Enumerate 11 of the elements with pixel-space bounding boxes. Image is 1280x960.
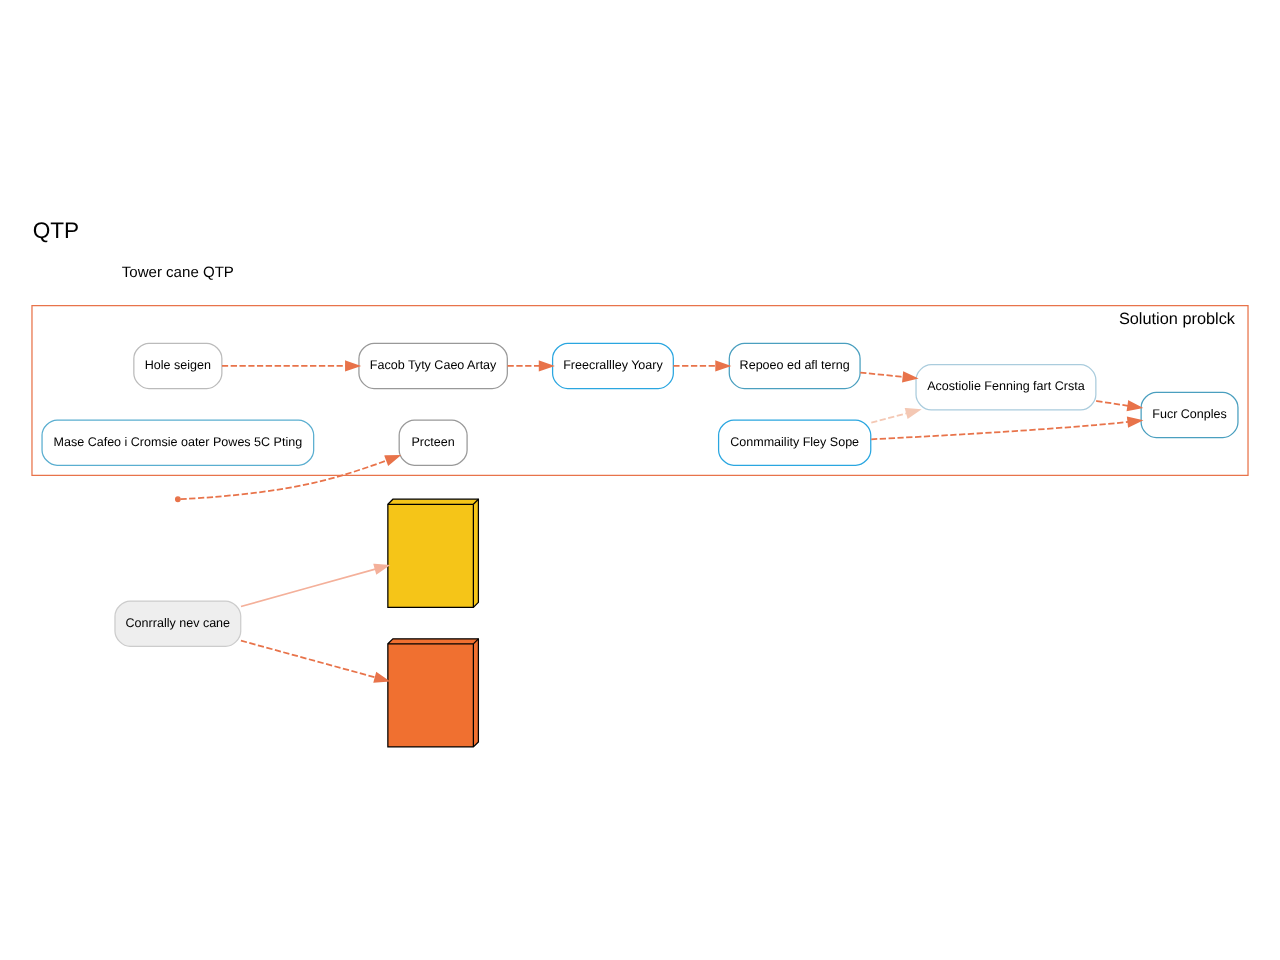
arrow: [240, 562, 391, 607]
arrow: [240, 638, 391, 682]
arrow: [672, 359, 732, 371]
arrow: [179, 454, 402, 500]
arrow: [870, 415, 1144, 440]
arrow: [221, 359, 362, 371]
arrow: [870, 407, 922, 423]
arrow: [859, 370, 919, 382]
arrow: [1095, 399, 1144, 411]
arrow: [506, 359, 555, 371]
diagram-title: QTP: [32, 219, 80, 244]
